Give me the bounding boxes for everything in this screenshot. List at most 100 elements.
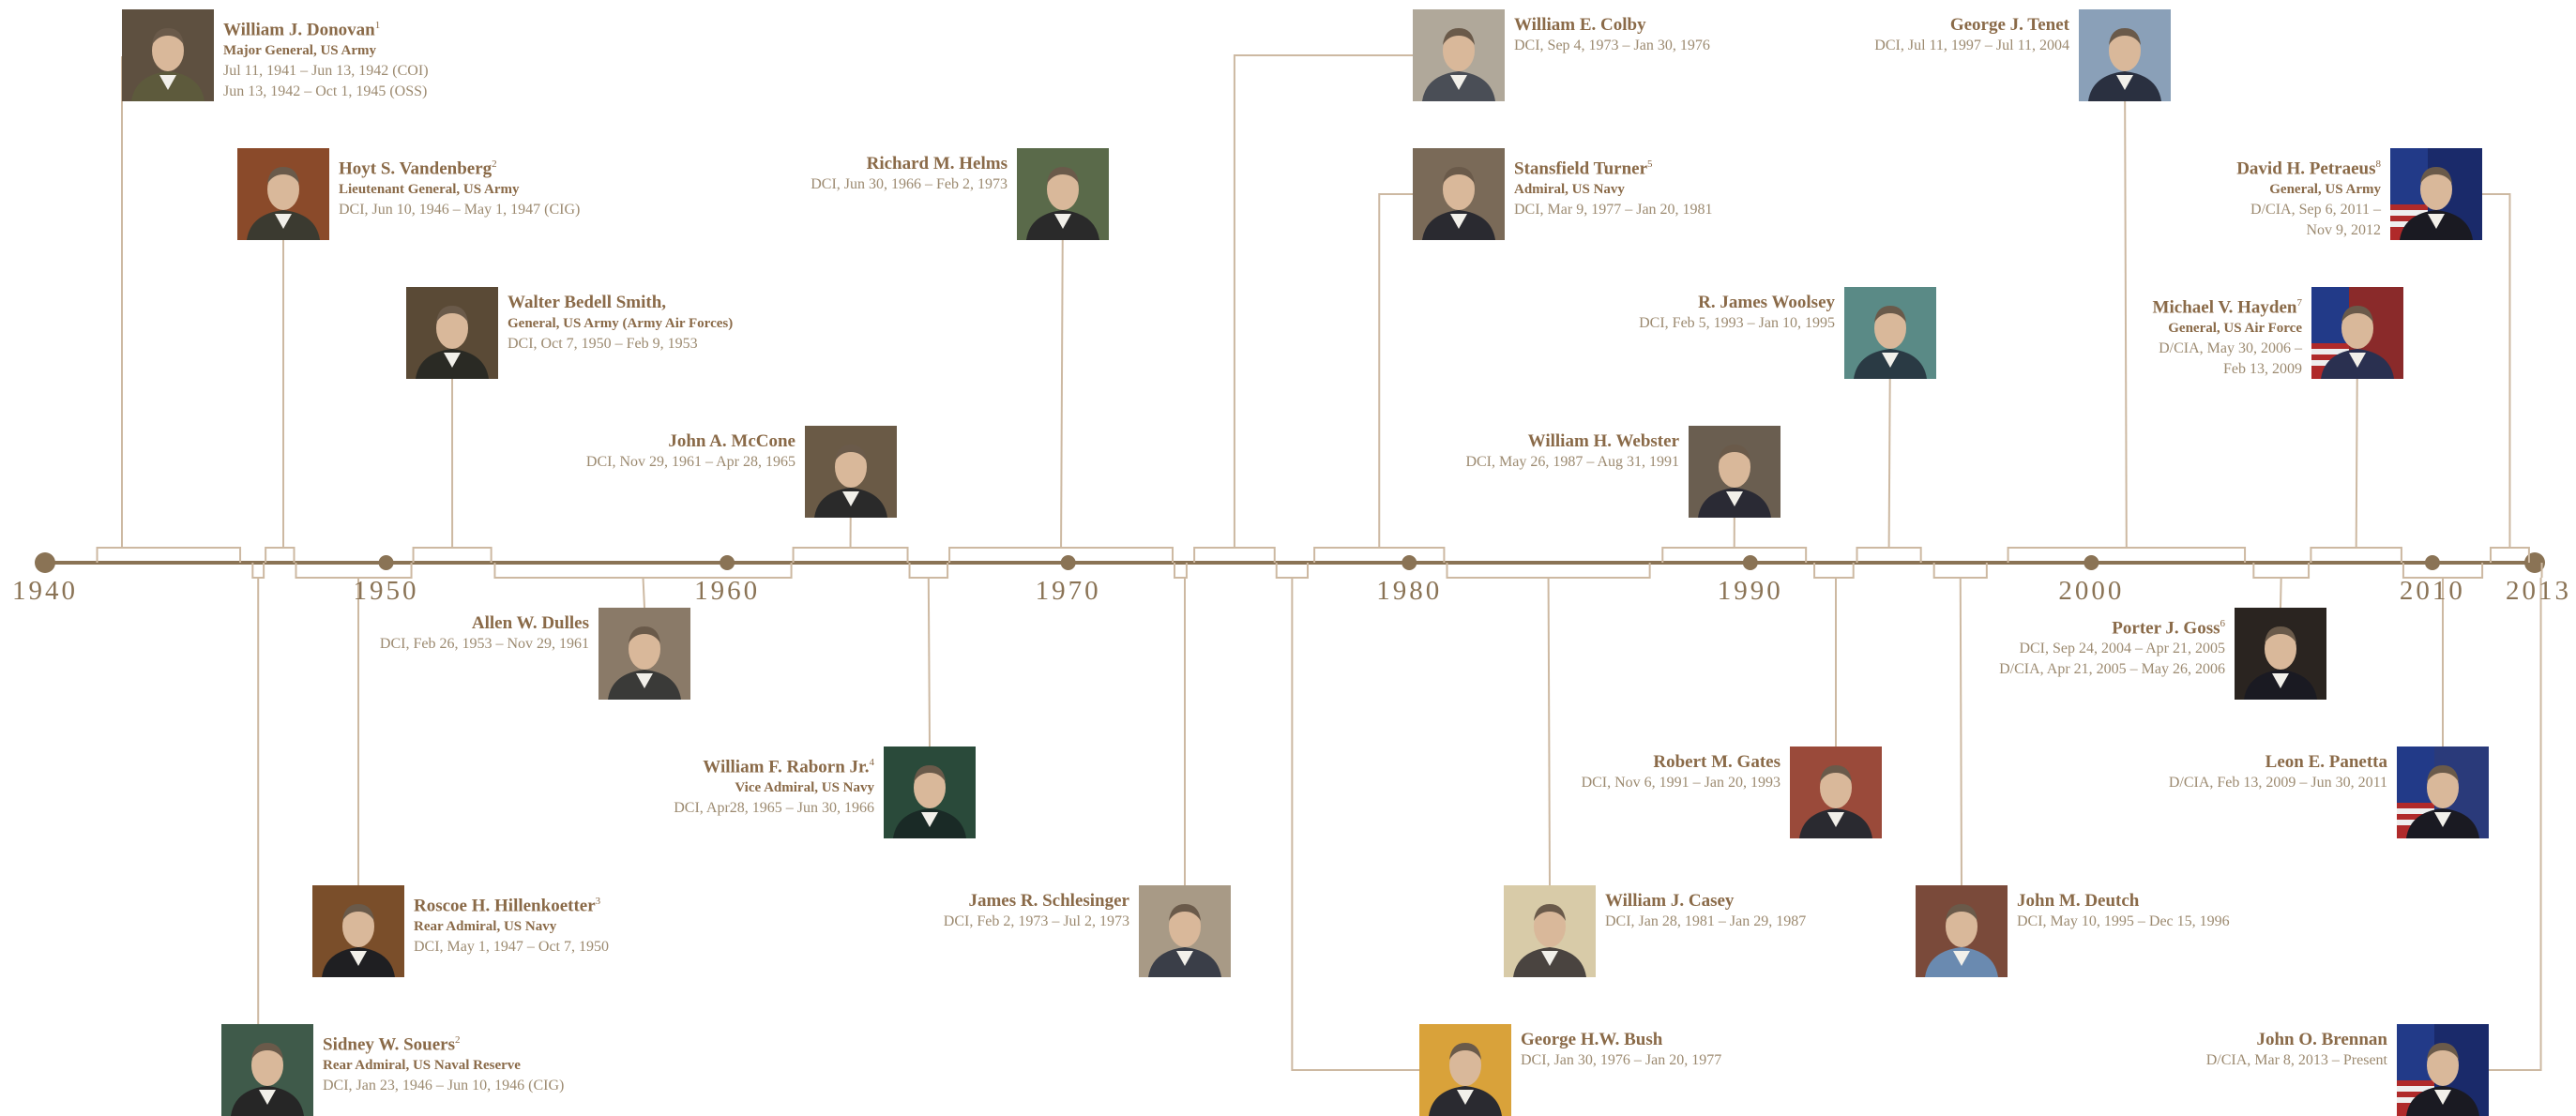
director-rank: Rear Admiral, US Naval Reserve (323, 1055, 564, 1076)
director-name-text: Walter Bedell Smith, (508, 293, 666, 312)
director-rank: General, US Army (2236, 179, 2381, 200)
director-name-text: Roscoe H. Hillenkoetter (414, 896, 596, 915)
director-term: D/CIA, Apr 21, 2005 – May 26, 2006 (1999, 659, 2225, 680)
director-name-text: William J. Casey (1605, 891, 1734, 911)
term-bracket-donovan (98, 548, 241, 563)
director-term: DCI, Feb 5, 1993 – Jan 10, 1995 (1639, 313, 1835, 334)
director-term: DCI, May 26, 1987 – Aug 31, 1991 (1465, 452, 1679, 473)
year-label-1940: 1940 (12, 576, 78, 607)
term-bracket-tenet (2008, 548, 2245, 563)
director-term: DCI, Sep 24, 2004 – Apr 21, 2005 (1999, 639, 2225, 659)
footnote-marker: 1 (375, 20, 381, 31)
portrait-photo (884, 747, 976, 838)
director-term: Jul 11, 1941 – Jun 13, 1942 (COI) (223, 61, 429, 82)
portrait-photo (1413, 9, 1505, 101)
footnote-marker: 3 (596, 896, 601, 907)
connector-line-helms (1061, 195, 1063, 548)
director-term: Nov 9, 2012 (2236, 220, 2381, 241)
director-name-text: Richard M. Helms (867, 154, 1008, 173)
term-bracket-raborn (910, 563, 948, 578)
portrait-photo-flag (2390, 148, 2482, 240)
term-bracket-mccone (794, 548, 908, 563)
director-name: Leon E. Panetta (2169, 752, 2387, 773)
director-name: David H. Petraeus8 (2236, 154, 2381, 179)
portrait-photo (1139, 885, 1231, 977)
director-name-text: John M. Deutch (2017, 891, 2139, 911)
director-rank: General, US Army (Army Air Forces) (508, 313, 733, 334)
portrait-photo (1017, 148, 1109, 240)
portrait-photo (1413, 148, 1505, 240)
director-name-text: Allen W. Dulles (472, 613, 589, 633)
director-name-text: William E. Colby (1514, 15, 1646, 35)
year-label-2013: 2013 (2506, 576, 2571, 607)
director-rank: Lieutenant General, US Army (339, 179, 580, 200)
connector-line-vandenberg (280, 195, 283, 548)
director-name-text: R. James Woolsey (1698, 293, 1835, 312)
portrait-photo (237, 148, 329, 240)
portrait-photo (2235, 608, 2326, 700)
portrait-photo (1419, 1024, 1511, 1116)
director-rank: Admiral, US Navy (1514, 179, 1713, 200)
portrait-photo (805, 426, 897, 518)
director-entry-smith: Walter Bedell Smith,General, US Army (Ar… (406, 287, 733, 379)
portrait-photo-flag (2311, 287, 2403, 379)
director-term: DCI, Nov 6, 1991 – Jan 20, 1993 (1582, 773, 1780, 793)
connector-line-souers (221, 578, 258, 1070)
director-term: DCI, May 10, 1995 – Dec 15, 1996 (2017, 912, 2230, 932)
year-marker-2000 (2084, 555, 2099, 570)
footnote-marker: 7 (2297, 297, 2303, 309)
director-name: James R. Schlesinger (944, 891, 1129, 912)
year-marker-1980 (1402, 555, 1417, 570)
director-name-text: George H.W. Bush (1521, 1030, 1662, 1049)
portrait-photo (1790, 747, 1882, 838)
director-name-text: George J. Tenet (1950, 15, 2069, 35)
director-term: DCI, Feb 2, 1973 – Jul 2, 1973 (944, 912, 1129, 932)
term-bracket-bush (1277, 563, 1308, 578)
footnote-marker: 2 (492, 158, 497, 170)
footnote-marker: 6 (2220, 618, 2226, 629)
term-bracket-deutch (1934, 563, 1987, 578)
director-term: D/CIA, Feb 13, 2009 – Jun 30, 2011 (2169, 773, 2387, 793)
footnote-marker: 2 (455, 1034, 461, 1046)
portrait-photo (1844, 287, 1936, 379)
director-name: Stansfield Turner5 (1514, 154, 1713, 179)
year-label-1960: 1960 (694, 576, 760, 607)
year-marker-1990 (1743, 555, 1758, 570)
director-name: William E. Colby (1514, 15, 1710, 36)
director-name-text: Sidney W. Souers (323, 1034, 455, 1054)
year-marker-2010 (2425, 555, 2440, 570)
director-name-text: William F. Raborn Jr. (703, 757, 869, 777)
director-name-text: Robert M. Gates (1653, 752, 1780, 772)
footnote-marker: 5 (1647, 158, 1653, 170)
director-name: George J. Tenet (1874, 15, 2069, 36)
term-bracket-goss (2253, 563, 2309, 578)
director-term: Feb 13, 2009 (2153, 359, 2302, 380)
director-rank: Major General, US Army (223, 40, 429, 61)
director-name: William F. Raborn Jr.4 (674, 752, 874, 777)
connector-line-petraeus (2482, 194, 2509, 548)
director-name: Hoyt S. Vandenberg2 (339, 154, 580, 179)
term-bracket-souers (252, 563, 264, 578)
director-name: Allen W. Dulles (380, 613, 589, 634)
